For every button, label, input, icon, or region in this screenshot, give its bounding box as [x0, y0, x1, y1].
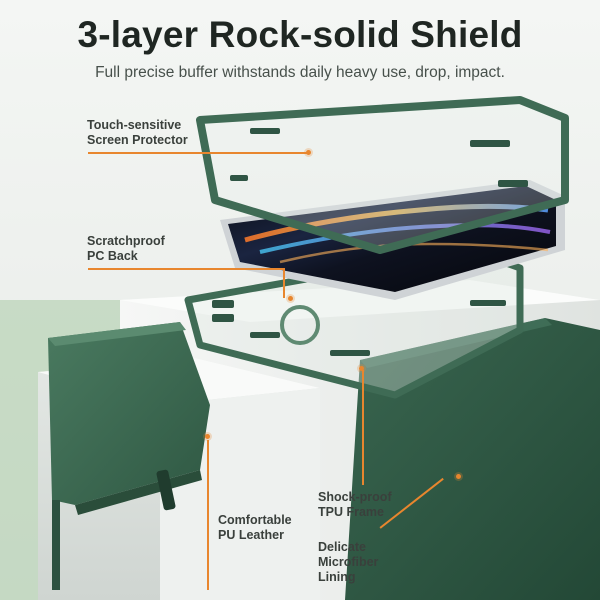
- label-tpu-frame: Shock-proof TPU Frame: [318, 490, 392, 519]
- screen-protector-frame: [196, 96, 569, 254]
- label-microfiber-lining: Delicate Microfiber Lining: [318, 540, 379, 584]
- marker-dot-microfiber: [456, 474, 461, 479]
- marker-dot-pc-back: [288, 296, 293, 301]
- marker-dot-pu-leather: [205, 434, 210, 439]
- marker-dot-tpu-frame: [359, 366, 364, 371]
- headline-subtitle: Full precise buffer withstands daily hea…: [95, 64, 505, 81]
- headline-title: 3-layer Rock-solid Shield: [77, 14, 523, 55]
- label-screen-protector: Touch-sensitive Screen Protector: [87, 118, 188, 147]
- leader-line-pu-leather: [207, 440, 209, 590]
- leader-line-pc-back: [88, 268, 283, 270]
- marker-dot-screen-protector: [306, 150, 311, 155]
- leader-line-tpu-frame: [362, 370, 364, 485]
- pu-leather-folio: [48, 322, 210, 590]
- label-pc-back: Scratchproof PC Back: [87, 234, 165, 263]
- leader-line-screen-protector: [88, 152, 308, 154]
- label-pu-leather: Comfortable PU Leather: [218, 513, 292, 542]
- leader-line-pc-back-vertical: [283, 268, 285, 298]
- tablet-screen: [220, 180, 565, 300]
